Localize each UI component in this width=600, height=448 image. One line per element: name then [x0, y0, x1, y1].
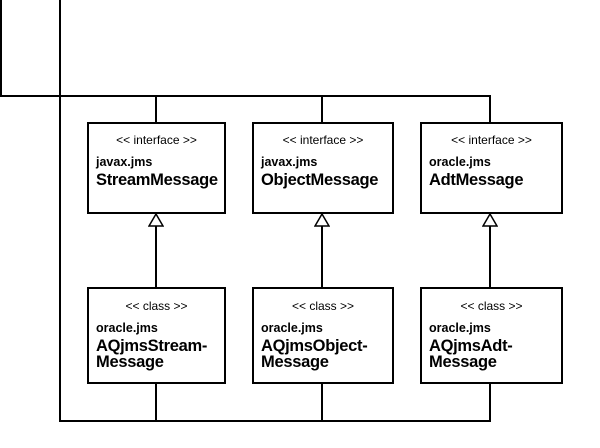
type-name-label: AQjmsAdt- Message	[429, 337, 513, 371]
connector-bottom-object	[321, 383, 323, 422]
class-box-aqjms-object-message: << class >> oracle.jms AQjmsObject- Mess…	[252, 287, 394, 384]
generalization-arrow-icon	[482, 213, 498, 227]
class-box-aqjms-stream-message: << class >> oracle.jms AQjmsStream- Mess…	[87, 287, 226, 384]
package-label: oracle.jms	[429, 321, 491, 335]
connector-top-stream	[155, 95, 157, 122]
stereotype-label: << class >>	[291, 299, 355, 313]
interface-box-adt-message: << interface >> oracle.jms AdtMessage	[420, 122, 563, 214]
class-box-aqjms-adt-message: << class >> oracle.jms AQjmsAdt- Message	[420, 287, 563, 384]
package-label: oracle.jms	[261, 321, 323, 335]
interface-box-stream-message: << interface >> javax.jms StreamMessage	[87, 122, 226, 214]
type-name-label: AQjmsStream- Message	[96, 337, 208, 371]
connector-top-object	[321, 95, 323, 122]
stereotype-label: << class >>	[460, 299, 523, 313]
stereotype-label: << interface >>	[282, 133, 364, 147]
type-name-label: AdtMessage	[429, 171, 524, 189]
generalization-arrow-icon	[148, 213, 164, 227]
stereotype-label: << interface >>	[116, 133, 197, 147]
generalization-arrow-icon	[314, 213, 330, 227]
top-rail-line	[0, 95, 491, 97]
interface-box-object-message: << interface >> javax.jms ObjectMessage	[252, 122, 394, 214]
generalization-line-adt	[489, 226, 491, 287]
connector-bottom-stream	[155, 383, 157, 422]
connector-bottom-adt	[489, 383, 491, 422]
generalization-line-object	[321, 226, 323, 287]
stereotype-label: << interface >>	[451, 133, 532, 147]
type-name-label: AQjmsObject- Message	[261, 337, 368, 371]
bottom-rail-line	[59, 420, 491, 422]
type-name-label: StreamMessage	[96, 171, 218, 189]
generalization-line-stream	[155, 226, 157, 287]
package-label: oracle.jms	[429, 155, 491, 169]
corner-box-right-spine	[59, 0, 61, 422]
corner-box-left-edge	[0, 0, 2, 97]
package-label: oracle.jms	[96, 321, 158, 335]
type-name-label: ObjectMessage	[261, 171, 379, 189]
package-label: javax.jms	[96, 155, 153, 169]
package-label: javax.jms	[261, 155, 318, 169]
connector-top-adt	[489, 95, 491, 122]
stereotype-label: << class >>	[125, 299, 188, 313]
